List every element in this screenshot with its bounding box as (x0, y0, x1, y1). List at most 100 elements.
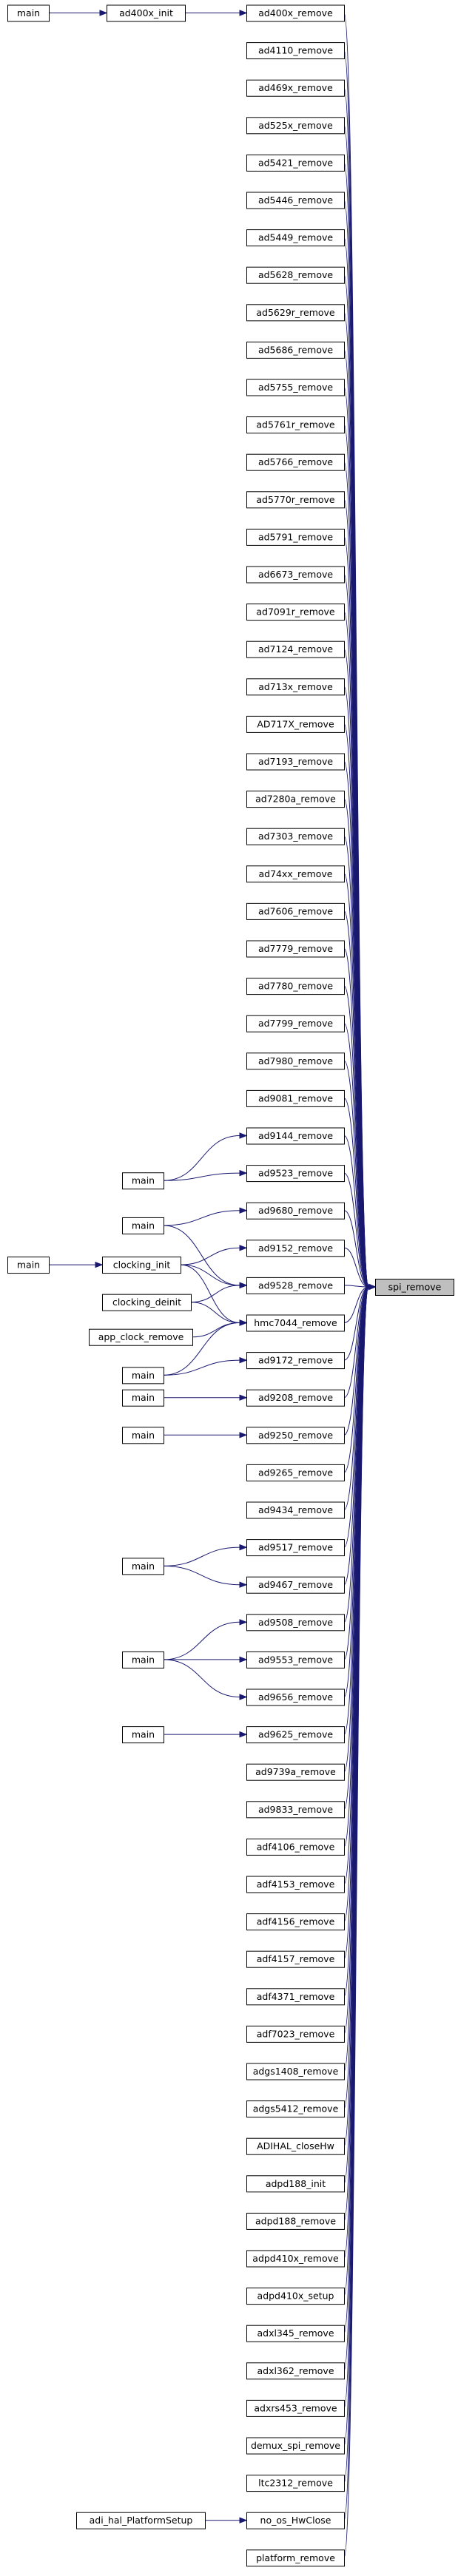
node-ad7980-remove[interactable]: ad7980_remove (246, 1052, 345, 1070)
node-ad74xx-remove[interactable]: ad74xx_remove (246, 865, 345, 883)
node-hmc7044-remove[interactable]: hmc7044_remove (246, 1314, 345, 1332)
node-ad5791-remove[interactable]: ad5791_remove (246, 528, 345, 546)
node-no-os-hwclose[interactable]: no_os_HwClose (246, 2512, 345, 2529)
node-ad9833-remove[interactable]: ad9833_remove (246, 1801, 345, 1819)
node-box (246, 604, 345, 621)
node-label: clocking_deinit (112, 1297, 181, 1308)
node-adpd188-init[interactable]: adpd188_init (246, 2175, 345, 2193)
node-adf4106-remove[interactable]: adf4106_remove (246, 1838, 345, 1856)
node-adgs1408-remove[interactable]: adgs1408_remove (246, 2063, 345, 2080)
node-spi-remove[interactable]: spi_remove (375, 1279, 454, 1296)
node-main-b[interactable]: main (122, 1217, 164, 1234)
node-adpd410x-remove[interactable]: adpd410x_remove (246, 2250, 345, 2268)
node-platform-remove[interactable]: platform_remove (246, 2549, 345, 2567)
node-main-d[interactable]: main (122, 1389, 164, 1407)
node-ad9081-remove[interactable]: ad9081_remove (246, 1089, 345, 1107)
node-ad9553-remove[interactable]: ad9553_remove (246, 1651, 345, 1669)
node-box (122, 1367, 164, 1385)
node-box (246, 1688, 345, 1706)
node-ad5446-remove[interactable]: ad5446_remove (246, 192, 345, 209)
node-adxl345-remove[interactable]: adxl345_remove (246, 2325, 345, 2342)
node-ad9739a-remove[interactable]: ad9739a_remove (246, 1763, 345, 1781)
node-adf4153-remove[interactable]: adf4153_remove (246, 1876, 345, 1893)
node-ad9508-remove[interactable]: ad9508_remove (246, 1614, 345, 1632)
node-ad9172-remove[interactable]: ad9172_remove (246, 1352, 345, 1370)
node-ad7779-remove[interactable]: ad7779_remove (246, 940, 345, 958)
node-ad9265-remove[interactable]: ad9265_remove (246, 1464, 345, 1481)
node-box (246, 1651, 345, 1669)
node-ad713x-remove[interactable]: ad713x_remove (246, 678, 345, 696)
node-ad6673-remove[interactable]: ad6673_remove (246, 566, 345, 584)
node-main-top[interactable]: main (7, 4, 50, 22)
node-ad9208-remove[interactable]: ad9208_remove (246, 1389, 345, 1407)
node-ad7193-remove[interactable]: ad7193_remove (246, 753, 345, 771)
node-ad5755-remove[interactable]: ad5755_remove (246, 379, 345, 396)
node-ad9656-remove[interactable]: ad9656_remove (246, 1688, 345, 1706)
node-box (246, 1876, 345, 1893)
node-ad400x-init[interactable]: ad400x_init (107, 4, 186, 22)
node-ad9144-remove[interactable]: ad9144_remove (246, 1127, 345, 1145)
node-ad9152-remove[interactable]: ad9152_remove (246, 1240, 345, 1257)
node-label: ad5686_remove (258, 344, 333, 355)
node-ad5449-remove[interactable]: ad5449_remove (246, 229, 345, 247)
node-adxl362-remove[interactable]: adxl362_remove (246, 2362, 345, 2380)
node-ad9680-remove[interactable]: ad9680_remove (246, 1202, 345, 1220)
node-ad9250-remove[interactable]: ad9250_remove (246, 1427, 345, 1444)
node-ad9467-remove[interactable]: ad9467_remove (246, 1576, 345, 1594)
node-ad717x-remove[interactable]: AD717X_remove (246, 715, 345, 733)
node-app-clock-remove[interactable]: app_clock_remove (89, 1328, 193, 1346)
node-main-g[interactable]: main (122, 1651, 164, 1669)
node-ad9528-remove[interactable]: ad9528_remove (246, 1277, 345, 1294)
node-main-left[interactable]: main (7, 1257, 50, 1274)
node-adpd188-remove[interactable]: adpd188_remove (246, 2212, 345, 2230)
node-adf4371-remove[interactable]: adf4371_remove (246, 1988, 345, 2006)
node-label: no_os_HwClose (260, 2515, 331, 2526)
node-ad7303-remove[interactable]: ad7303_remove (246, 828, 345, 845)
node-main-a[interactable]: main (122, 1172, 164, 1190)
node-main-h[interactable]: main (122, 1726, 164, 1744)
node-box (246, 2325, 345, 2342)
node-label: ad7780_remove (258, 981, 333, 992)
node-ad7780-remove[interactable]: ad7780_remove (246, 978, 345, 995)
node-ad5770r-remove[interactable]: ad5770r_remove (246, 491, 345, 509)
node-ad7606-remove[interactable]: ad7606_remove (246, 902, 345, 920)
node-adgs5412-remove[interactable]: adgs5412_remove (246, 2100, 345, 2118)
node-ad400x-remove[interactable]: ad400x_remove (246, 4, 345, 22)
node-clocking-init[interactable]: clocking_init (102, 1257, 181, 1274)
node-ad5628-remove[interactable]: ad5628_remove (246, 266, 345, 284)
node-ad7799-remove[interactable]: ad7799_remove (246, 1015, 345, 1032)
node-ad5761r-remove[interactable]: ad5761r_remove (246, 416, 345, 434)
node-adihal-closehw[interactable]: ADIHAL_closeHw (246, 2137, 345, 2155)
node-demux-spi-remove[interactable]: demux_spi_remove (246, 2437, 345, 2455)
node-main-f[interactable]: main (122, 1558, 164, 1575)
node-ad5766-remove[interactable]: ad5766_remove (246, 453, 345, 471)
node-ad7091r-remove[interactable]: ad7091r_remove (246, 604, 345, 621)
node-clocking-deinit[interactable]: clocking_deinit (102, 1294, 192, 1311)
node-box (246, 640, 345, 658)
node-adpd410x-setup[interactable]: adpd410x_setup (246, 2288, 345, 2305)
node-adf4156-remove[interactable]: adf4156_remove (246, 1913, 345, 1931)
node-adf7023-remove[interactable]: adf7023_remove (246, 2025, 345, 2043)
node-ad9517-remove[interactable]: ad9517_remove (246, 1539, 345, 1557)
node-ad5421-remove[interactable]: ad5421_remove (246, 154, 345, 172)
node-ad5629r-remove[interactable]: ad5629r_remove (246, 304, 345, 322)
node-adf4157-remove[interactable]: adf4157_remove (246, 1950, 345, 1968)
node-ad5686-remove[interactable]: ad5686_remove (246, 341, 345, 359)
node-ad9625-remove[interactable]: ad9625_remove (246, 1726, 345, 1744)
node-ad525x-remove[interactable]: ad525x_remove (246, 117, 345, 135)
node-ad7124-remove[interactable]: ad7124_remove (246, 640, 345, 658)
node-ad4110-remove[interactable]: ad4110_remove (246, 42, 345, 60)
node-ad9523-remove[interactable]: ad9523_remove (246, 1165, 345, 1183)
node-main-c[interactable]: main (122, 1367, 164, 1385)
node-box (246, 1427, 345, 1444)
node-ad7280a-remove[interactable]: ad7280a_remove (246, 791, 345, 808)
node-label: demux_spi_remove (251, 2440, 340, 2451)
node-ad9434-remove[interactable]: ad9434_remove (246, 1501, 345, 1519)
node-main-e[interactable]: main (122, 1427, 164, 1444)
node-label: ad9680_remove (258, 1205, 333, 1216)
node-adxrs453-remove[interactable]: adxrs453_remove (246, 2399, 345, 2417)
node-adi-hal-platformsetup[interactable]: adi_hal_PlatformSetup (76, 2512, 206, 2529)
node-ad469x-remove[interactable]: ad469x_remove (246, 79, 345, 97)
node-label: ad9508_remove (258, 1617, 333, 1628)
node-ltc2312-remove[interactable]: ltc2312_remove (246, 2475, 345, 2492)
